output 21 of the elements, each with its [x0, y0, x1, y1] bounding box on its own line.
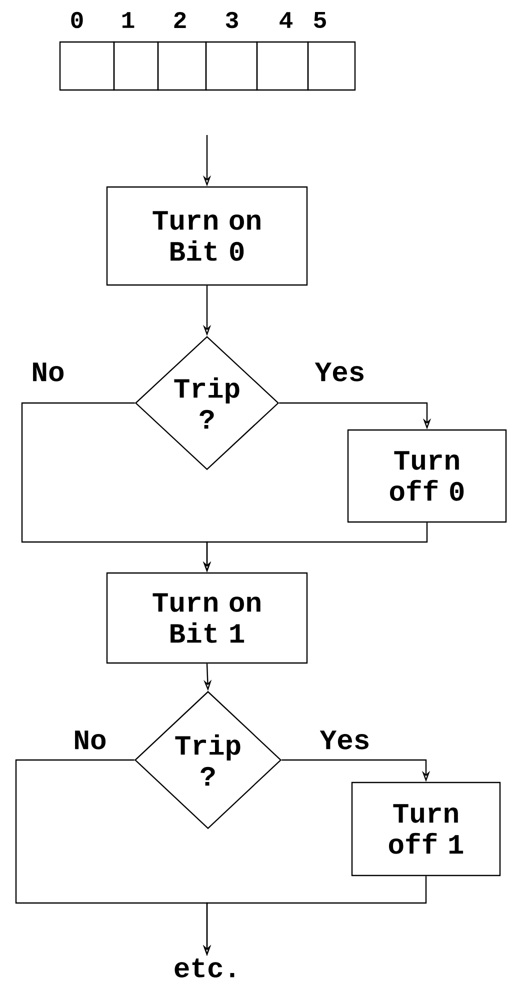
register-cell: 4 [256, 12, 309, 91]
register-cell: 0 [59, 12, 115, 91]
node-label: 4 [280, 12, 292, 28]
register-cell: 3 [205, 12, 258, 91]
process-box: Turn on Bit 1 [106, 572, 308, 664]
edge-label: No [72, 730, 108, 750]
edge-label: No [30, 362, 66, 382]
edge-label: Yes [318, 730, 372, 750]
process-box: Turn off 0 [347, 429, 507, 523]
edge-label: Yes [314, 362, 366, 382]
node-label: 5 [314, 12, 326, 28]
end-text: etc. [174, 958, 234, 978]
register-cell: 2 [157, 12, 207, 91]
register-cell: 1 [113, 12, 159, 91]
process-box: Turn on Bit 0 [106, 186, 308, 286]
node-label: 3 [226, 12, 238, 28]
node-label: 1 [122, 12, 134, 28]
node-label: 2 [174, 12, 186, 28]
process-box: Turn off 1 [351, 782, 501, 876]
node-label: 0 [71, 12, 83, 28]
register-cell: 5 [307, 12, 356, 91]
